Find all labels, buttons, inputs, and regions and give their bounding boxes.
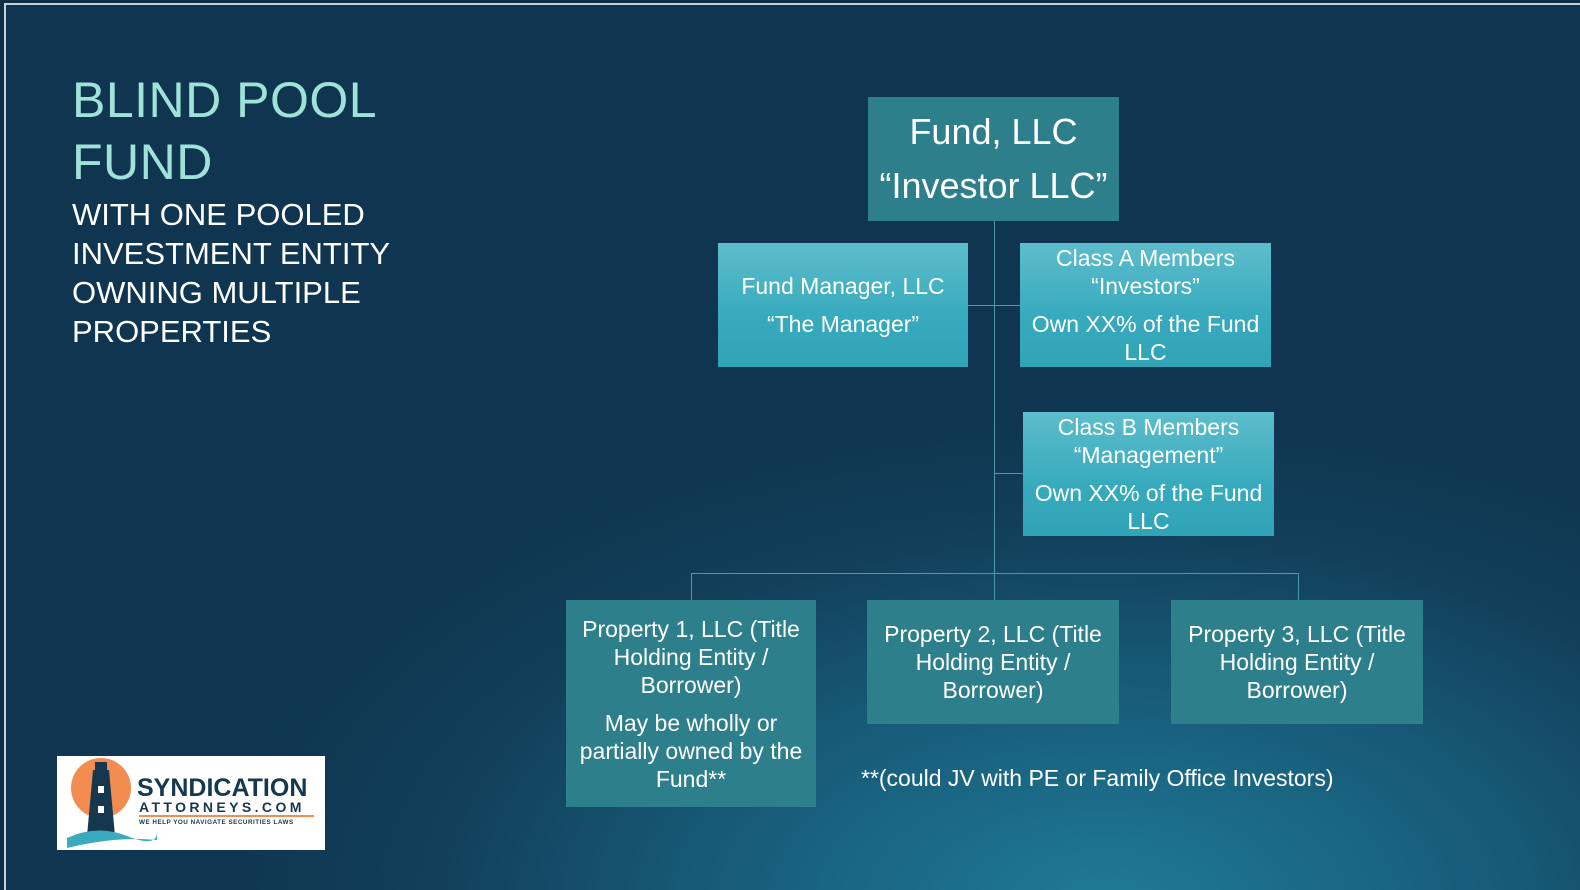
connector (691, 573, 692, 600)
fund-box: Fund, LLC “Investor LLC” (868, 97, 1119, 221)
slide-title: BLIND POOL FUND (72, 72, 376, 190)
class-b-ownership: Own XX% of the Fund LLC (1034, 480, 1263, 534)
subtitle-line: WITH ONE POOLED (72, 197, 365, 232)
property-2-box: Property 2, LLC (Title Holding Entity / … (867, 600, 1119, 724)
connector (691, 573, 1299, 574)
class-a-name: Class A Members (1056, 245, 1235, 271)
fund-alias: “Investor LLC” (879, 165, 1108, 206)
manager-box: Fund Manager, LLC “The Manager” (718, 243, 968, 367)
connector (1298, 573, 1299, 600)
lighthouse-icon: SYNDICATION ATTORNEYS.COM WE HELP YOU NA… (67, 758, 314, 848)
property-3-box: Property 3, LLC (Title Holding Entity / … (1171, 600, 1423, 724)
fund-name: Fund, LLC (909, 111, 1078, 152)
svg-text:SYNDICATION: SYNDICATION (137, 774, 307, 802)
class-a-alias: “Investors” (1091, 273, 1200, 299)
subtitle-line: OWNING MULTIPLE (72, 275, 361, 310)
slide: BLIND POOL FUND WITH ONE POOLED INVESTME… (4, 3, 1580, 890)
connector (994, 220, 995, 600)
property-1-box: Property 1, LLC (Title Holding Entity / … (566, 600, 816, 807)
manager-name: Fund Manager, LLC (741, 273, 945, 299)
class-b-box: Class B Members “Management” Own XX% of … (1023, 412, 1274, 536)
subtitle-line: PROPERTIES (72, 314, 272, 349)
class-b-alias: “Management” (1073, 442, 1224, 468)
class-a-ownership: Own XX% of the Fund LLC (1031, 311, 1260, 365)
svg-text:WE HELP YOU NAVIGATE SECURITIE: WE HELP YOU NAVIGATE SECURITIES LAWS (139, 819, 294, 826)
class-a-box: Class A Members “Investors” Own XX% of t… (1020, 243, 1271, 367)
syndication-attorneys-logo: SYNDICATION ATTORNEYS.COM WE HELP YOU NA… (57, 756, 325, 850)
svg-text:ATTORNEYS.COM: ATTORNEYS.COM (139, 799, 305, 815)
class-b-name: Class B Members (1057, 414, 1240, 440)
subtitle-line: INVESTMENT ENTITY (72, 236, 391, 271)
property-2-label: Property 2, LLC (Title Holding Entity / … (884, 621, 1102, 703)
connector (994, 473, 1024, 474)
slide-subtitle: WITH ONE POOLED INVESTMENT ENTITY OWNING… (72, 195, 390, 351)
connector (967, 305, 1020, 306)
manager-alias: “The Manager” (766, 311, 920, 337)
footnote: **(could JV with PE or Family Office Inv… (861, 765, 1334, 791)
property-1-note: May be wholly or partially owned by the … (579, 709, 803, 792)
property-3-label: Property 3, LLC (Title Holding Entity / … (1188, 621, 1406, 703)
property-1-label: Property 1, LLC (Title Holding Entity / … (582, 615, 800, 698)
